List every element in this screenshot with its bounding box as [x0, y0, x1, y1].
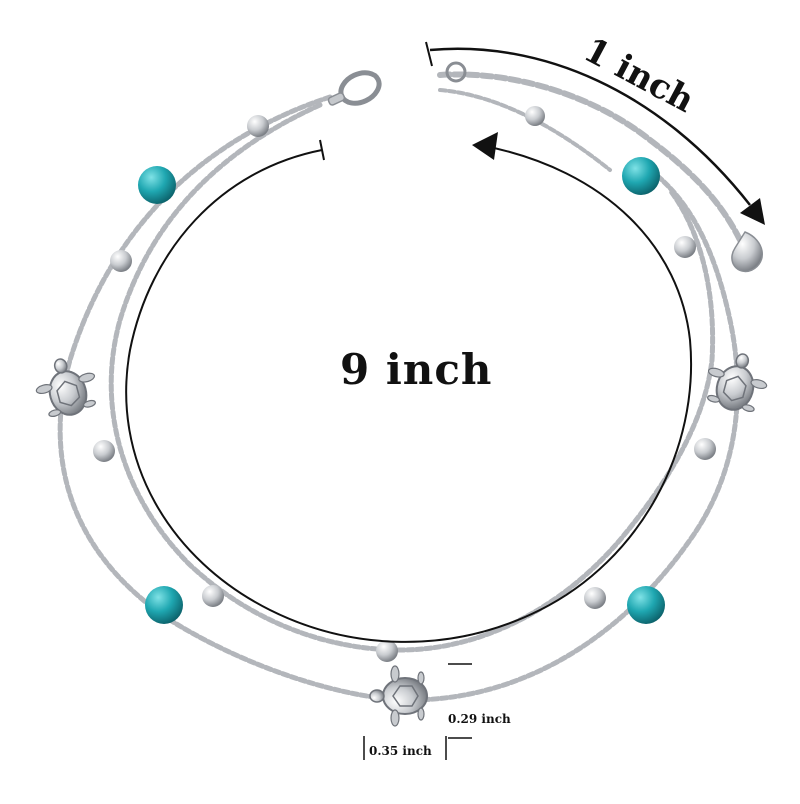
- turquoise-bead-icon: [145, 586, 183, 624]
- silver-bead-icon: [202, 585, 224, 607]
- length-measure-arrowhead-icon: [472, 132, 498, 160]
- turtle-charm-icon: [369, 665, 428, 727]
- silver-bead-icon: [247, 115, 269, 137]
- silver-bead-icon: [525, 106, 545, 126]
- length-measure-tick: [319, 139, 325, 161]
- extender-measure-tick: [425, 41, 433, 67]
- silver-bead-icon: [584, 587, 606, 609]
- turtle-charm-icon: [35, 358, 96, 418]
- extender-measure-arc: [429, 47, 751, 206]
- turquoise-bead-icon: [138, 166, 176, 204]
- silver-bead-icon: [694, 438, 716, 460]
- teardrop-tag-icon: [731, 231, 763, 273]
- charm-width-label: 0.35 inch: [369, 744, 432, 758]
- extender-measure-arrowhead-icon: [740, 198, 765, 225]
- jump-ring-icon: [445, 61, 467, 83]
- turquoise-bead-icon: [622, 157, 660, 195]
- silver-beads: [93, 106, 716, 662]
- turquoise-beads: [138, 157, 665, 624]
- charm-height-label: 0.29 inch: [448, 712, 511, 726]
- turtle-charm-icon: [707, 353, 768, 413]
- silver-bead-icon: [110, 250, 132, 272]
- turquoise-bead-icon: [627, 586, 665, 624]
- extender-chain: [437, 71, 743, 243]
- silver-bead-icon: [376, 640, 398, 662]
- lobster-clasp-icon: [327, 70, 382, 106]
- silver-bead-icon: [93, 440, 115, 462]
- silver-bead-icon: [674, 236, 696, 258]
- length-label: 9 inch: [340, 345, 493, 394]
- length-measure-arc: [125, 144, 693, 643]
